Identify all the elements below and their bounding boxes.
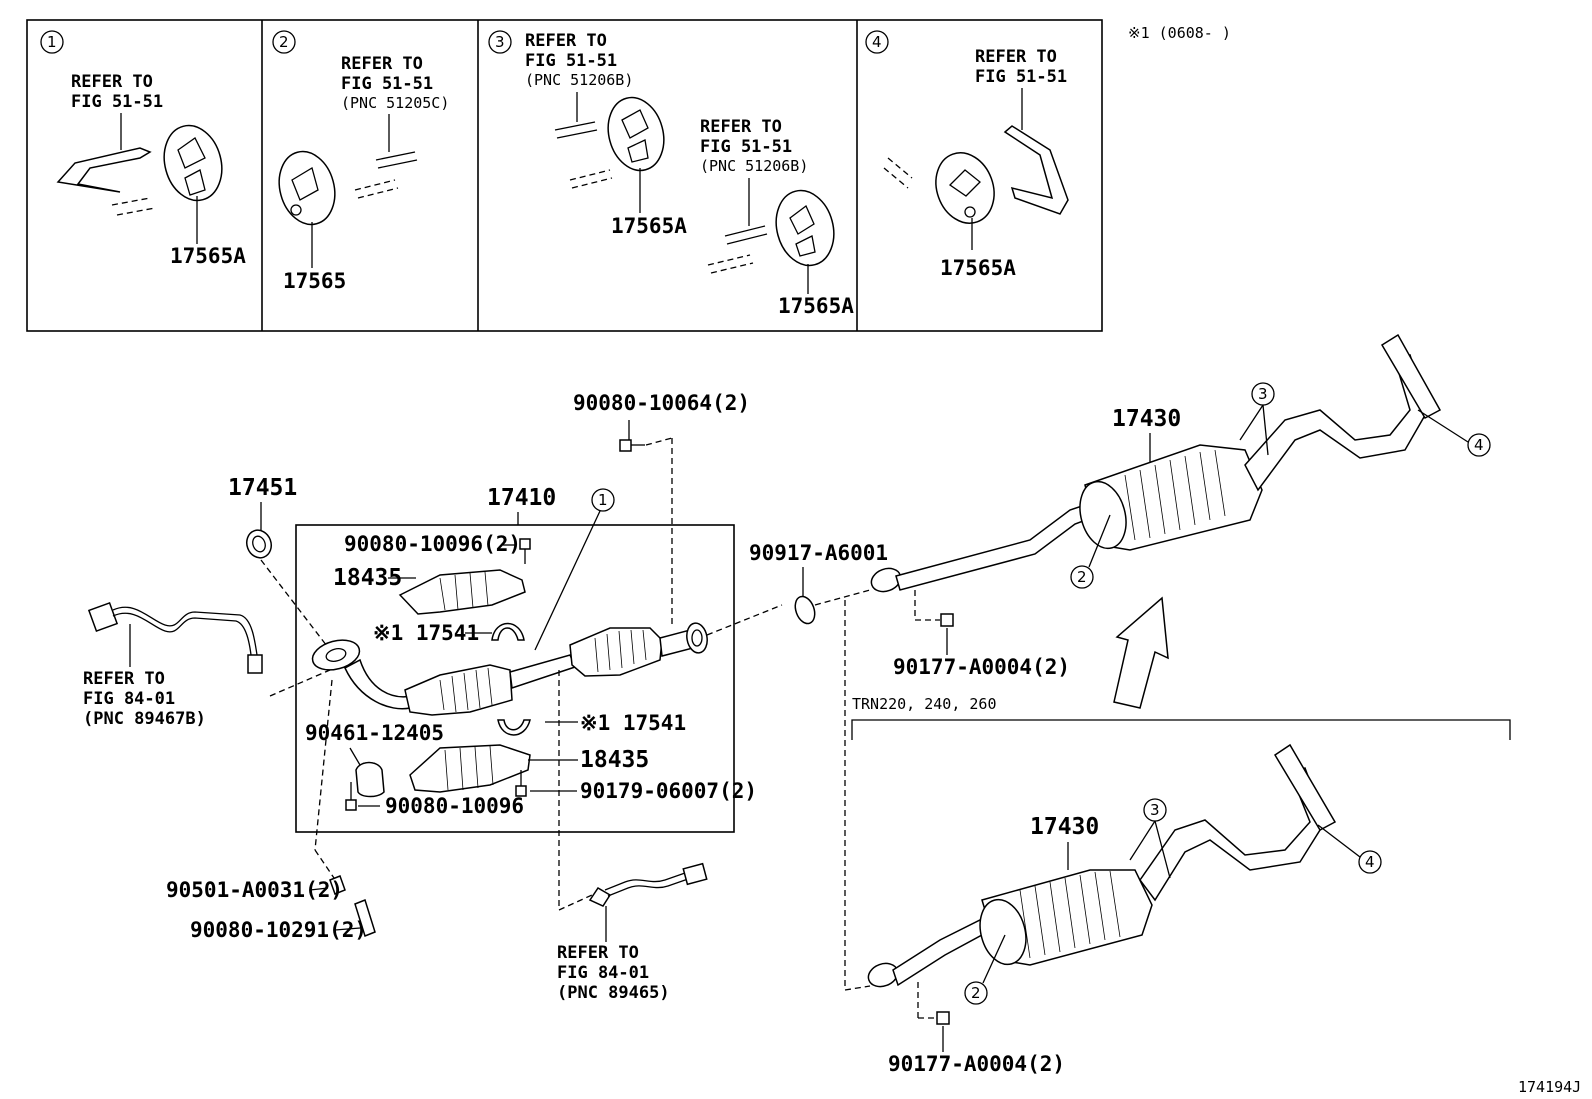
callout-4-upper: 4 bbox=[1474, 436, 1484, 454]
applicability-note: ※1 (0608- ) bbox=[1128, 24, 1231, 42]
heat-insulator-upper: 18435 bbox=[333, 565, 526, 615]
inset-2-part: 17565 bbox=[283, 269, 346, 293]
label-17541-lower: ※1 17541 bbox=[580, 711, 686, 735]
inset-3-refer2-line2: FIG 51-51 bbox=[700, 137, 792, 157]
label-90080-10096: 90080-10096 bbox=[385, 794, 524, 818]
label-17541-upper: ※1 17541 bbox=[373, 621, 479, 645]
callout-3-upper: 3 bbox=[1258, 385, 1268, 403]
callout-1: 1 bbox=[534, 488, 615, 651]
inset-4-part: 17565A bbox=[940, 256, 1016, 280]
callout-4-lower: 4 bbox=[1365, 853, 1375, 871]
label-17430-lower: 17430 bbox=[1030, 814, 1099, 840]
label-90461-12405: 90461-12405 bbox=[305, 721, 444, 745]
bolt-90080-10096-2: 90080-10096(2) bbox=[344, 532, 531, 564]
gasket-17451: 17451 bbox=[228, 475, 331, 651]
inset-3-part-a: 17565A bbox=[611, 214, 687, 238]
inset-2-refer-line1: REFER TO bbox=[341, 54, 423, 74]
inset-3-refer2-line1: REFER TO bbox=[700, 117, 782, 137]
direction-arrow-icon bbox=[1113, 596, 1169, 709]
bolts-lower-left: 90501-A0031(2) 90080-10291(2) bbox=[166, 679, 376, 942]
oxygen-sensor-lower: REFER TO FIG 84-01 (PNC 89465) bbox=[557, 670, 708, 1003]
rubber-hanger-icon bbox=[775, 189, 835, 267]
label-17451: 17451 bbox=[228, 475, 297, 501]
inset-3-refer-line2: FIG 51-51 bbox=[525, 51, 617, 71]
label-90917-A6001: 90917-A6001 bbox=[749, 541, 888, 565]
inset-1-part: 17565A bbox=[170, 244, 246, 268]
inset-3-pnc2: (PNC 51206B) bbox=[700, 157, 808, 175]
inset-3-pnc: (PNC 51206B) bbox=[525, 71, 633, 89]
heat-insulator-lower: 18435 bbox=[409, 744, 649, 793]
bolt-90080-10064: 90080-10064(2) bbox=[573, 391, 750, 628]
inset-2-pnc: (PNC 51205C) bbox=[341, 94, 449, 112]
front-pipe-17410: 17410 bbox=[311, 485, 783, 716]
model-applicability-note: TRN220, 240, 260 bbox=[852, 695, 997, 713]
label-90501-A0031: 90501-A0031(2) bbox=[166, 878, 343, 902]
refer-left-line3: (PNC 89467B) bbox=[83, 709, 206, 729]
inset-2: 2 REFER TO FIG 51-51 (PNC 51205C) 17565 bbox=[272, 30, 449, 293]
inset-3-refer-line1: REFER TO bbox=[525, 31, 607, 51]
label-18435-lower: 18435 bbox=[580, 747, 649, 773]
callout-3-lower: 3 bbox=[1150, 801, 1160, 819]
callout-2-upper: 2 bbox=[1077, 568, 1087, 586]
support-17541-lower: ※1 17541 bbox=[497, 711, 686, 736]
oxygen-sensor-upper: REFER TO FIG 84-01 (PNC 89467B) bbox=[83, 601, 331, 729]
inset-4: 4 REFER TO FIG 51-51 17565A bbox=[865, 30, 1069, 280]
inset-3-number: 3 bbox=[495, 33, 505, 51]
inset-4-number: 4 bbox=[872, 33, 882, 51]
label-90177-lower: 90177-A0004(2) bbox=[888, 1052, 1065, 1076]
refer-bottom-line2: FIG 84-01 bbox=[557, 963, 649, 983]
inset-4-refer-line2: FIG 51-51 bbox=[975, 67, 1067, 87]
clamp-90461-12405: 90461-12405 bbox=[305, 721, 444, 798]
refer-left-line1: REFER TO bbox=[83, 669, 165, 689]
label-17410: 17410 bbox=[487, 485, 556, 511]
inset-1: 1 REFER TO FIG 51-51 17565A bbox=[40, 30, 246, 268]
label-90179-06007: 90179-06007(2) bbox=[580, 779, 757, 803]
refer-left-line2: FIG 84-01 bbox=[83, 689, 175, 709]
hanger-rod-icon bbox=[56, 147, 152, 193]
rubber-hanger-icon bbox=[278, 150, 336, 226]
callout-2-lower: 2 bbox=[971, 984, 981, 1002]
label-90080-10096-2: 90080-10096(2) bbox=[344, 532, 521, 556]
label-90080-10291: 90080-10291(2) bbox=[190, 918, 367, 942]
inset-1-number: 1 bbox=[47, 33, 57, 51]
bolt-90080-10096: 90080-10096 bbox=[345, 782, 524, 818]
gasket-90917-A6001: 90917-A6001 bbox=[749, 541, 888, 625]
inset-3-part-b: 17565A bbox=[778, 294, 854, 318]
tailpipe-assembly-upper: 17430 90177-A0004(2) 3 4 2 bbox=[870, 333, 1491, 679]
figure-id: 174194J bbox=[1518, 1078, 1581, 1096]
label-90177-upper: 90177-A0004(2) bbox=[893, 655, 1070, 679]
label-17430-upper: 17430 bbox=[1112, 406, 1181, 432]
nut-90179-06007: 90179-06007(2) bbox=[515, 770, 757, 803]
callout-1-label: 1 bbox=[598, 491, 608, 509]
label-90080-10064: 90080-10064(2) bbox=[573, 391, 750, 415]
tailpipe-assembly-lower: TRN220, 240, 260 17430 90177-A0004(2) 3 … bbox=[844, 600, 1511, 1076]
hanger-rod-icon bbox=[1003, 125, 1069, 215]
inset-1-refer-line2: FIG 51-51 bbox=[71, 92, 163, 112]
inset-1-refer-line1: REFER TO bbox=[71, 72, 153, 92]
refer-bottom-line1: REFER TO bbox=[557, 943, 639, 963]
refer-bottom-line3: (PNC 89465) bbox=[557, 983, 670, 1003]
inset-2-number: 2 bbox=[279, 33, 289, 51]
rubber-hanger-icon bbox=[935, 152, 995, 224]
catalytic-converter-group-box bbox=[295, 524, 735, 833]
support-17541-upper: ※1 17541 bbox=[373, 621, 525, 645]
inset-panel: 1 REFER TO FIG 51-51 17565A 2 REFER TO F… bbox=[26, 19, 1103, 332]
rubber-hanger-icon bbox=[163, 124, 223, 202]
inset-2-refer-line2: FIG 51-51 bbox=[341, 74, 433, 94]
inset-4-refer-line1: REFER TO bbox=[975, 47, 1057, 67]
inset-3: 3 REFER TO FIG 51-51 (PNC 51206B) 17565A… bbox=[488, 30, 854, 318]
